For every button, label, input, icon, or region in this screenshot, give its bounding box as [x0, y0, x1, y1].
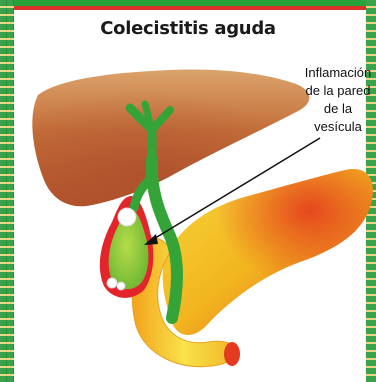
annotation-line-2: de la pared: [298, 82, 376, 100]
annotation-line-3: de la: [298, 100, 376, 118]
gallstone-small-2: [117, 282, 125, 290]
annotation-line-4: vesícula: [298, 118, 376, 136]
duodenum-end: [224, 342, 240, 366]
gallstone-small-1: [107, 278, 117, 288]
annotation-line-1: Inflamación: [298, 64, 376, 82]
annotation-label: Inflamación de la pared de la vesícula: [298, 64, 376, 136]
gallstone-large: [118, 208, 136, 226]
